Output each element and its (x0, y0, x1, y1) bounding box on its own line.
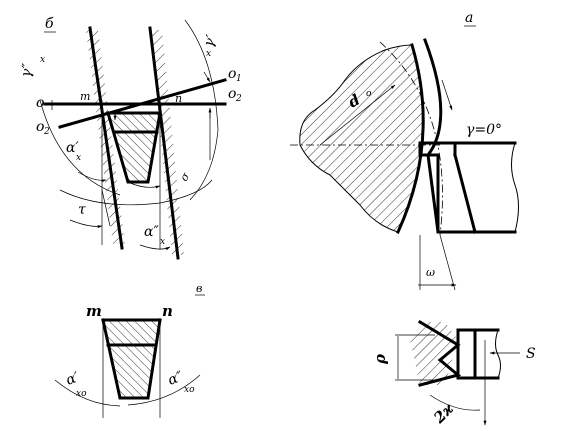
view-b-o2-sub: 2 (235, 94, 242, 104)
view-b-arrow-3 (203, 71, 211, 83)
view-b-left-edge (88, 26, 124, 250)
view-b-tooth-section (108, 113, 160, 182)
view-a-blank-edge (396, 43, 425, 234)
view-b-tau: τ (78, 202, 86, 218)
view-c-drawing (54, 318, 201, 418)
view-c-alpha-right-sub: хо (184, 385, 195, 395)
view-d-profile (417, 319, 462, 387)
view-b-n: n (175, 92, 182, 105)
view-a-blank (299, 44, 424, 233)
view-a-pitch-arc (379, 41, 443, 236)
view-b-alpha-left: α′ (66, 140, 79, 156)
view-c-n: n (162, 302, 173, 320)
view-b-alpha-right-arc (139, 244, 171, 251)
view-b-m: m (80, 90, 90, 103)
view-a-diameter-arrow (319, 84, 396, 146)
view-b-o2-left-sub: 2 (43, 127, 50, 137)
view-a-tool-edge (426, 153, 440, 234)
view-b-gamma-right-sub: х (206, 49, 211, 59)
view-b-tooth-profile (106, 111, 162, 184)
view-b-alpha-left-arc (77, 171, 107, 183)
view-c-alpha-right: α″ (166, 368, 186, 388)
view-b-sigma: σ (177, 170, 192, 183)
view-b-alpha-right: α″ (144, 224, 159, 240)
view-a-drawing (290, 38, 519, 291)
view-b-alpha-right-sub: х (160, 237, 165, 247)
view-a-tool-body (418, 141, 517, 234)
view-a-rotation-arrow (441, 79, 453, 111)
view-b-o-left: о (36, 95, 44, 111)
view-b-tau-arc (69, 219, 103, 229)
view-b-right-arc (184, 19, 219, 201)
view-c-alpha-left: α′ (64, 369, 82, 389)
view-b-sigma-arc (127, 181, 161, 189)
view-d-tool (456, 328, 500, 380)
view-d-s: S (526, 346, 536, 362)
view-b-bottom-arc (59, 179, 213, 206)
view-b-slanted-axis (58, 78, 227, 129)
view-a-tool-break (511, 142, 519, 233)
view-b-right-edge (148, 26, 180, 260)
view-a-label: а (465, 10, 473, 26)
view-c-tooth-profile (101, 318, 162, 400)
view-a-diameter-sub: о (366, 89, 372, 99)
view-b-o1: о (228, 66, 236, 82)
view-b-o1-sub: 1 (236, 74, 242, 84)
view-a-relief-arc (423, 38, 443, 158)
view-d-two-kappa: 2ϰ (429, 399, 458, 428)
view-b-o2-left: о (36, 119, 44, 135)
view-a-omega-ref2 (439, 234, 456, 291)
view-b-gamma-right: γ′ (201, 32, 220, 49)
view-c-alpha-left-sub: хо (76, 389, 87, 399)
view-d-drawing (395, 319, 520, 426)
view-c-right-arc (127, 374, 201, 406)
view-c-left-arc (54, 379, 121, 407)
view-d-rho: ρ (371, 353, 389, 365)
view-b-alpha-left-sub: х (76, 153, 81, 163)
view-b-drawing (39, 19, 227, 260)
view-c-label: в (196, 282, 202, 295)
view-b-tau-line (101, 189, 111, 227)
view-d-angle-arc (429, 394, 481, 411)
view-b-o2: о (228, 86, 236, 102)
view-c-m: m (86, 302, 102, 320)
view-a-tool-flank (453, 153, 477, 234)
view-b-gamma-left: γ″ (18, 62, 36, 79)
view-b-label: б (45, 16, 54, 32)
view-a-gamma: γ=0° (466, 122, 502, 138)
view-b-gamma-left-sub: х (40, 55, 45, 65)
view-a-omega: ω (426, 266, 435, 279)
view-d-tool-break (495, 329, 501, 379)
